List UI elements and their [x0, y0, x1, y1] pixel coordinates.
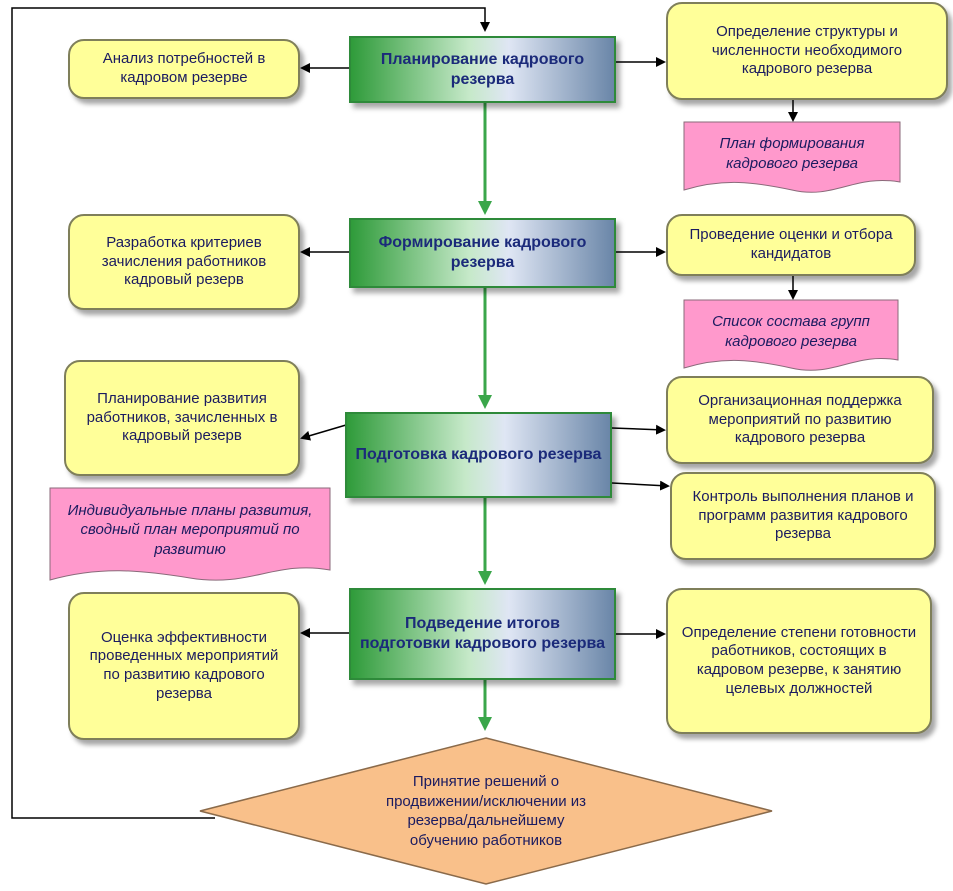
assessment-box: Проведение оценки и отбора кандидатов — [666, 214, 916, 276]
stage-training-label: Подготовка кадрового резерва — [355, 446, 602, 463]
control-box: Контроль выполнения планов и программ ра… — [670, 472, 936, 560]
list-document: Список состава групп кадрового резерва — [683, 299, 899, 372]
readiness-box: Определение степени готовности работнико… — [666, 588, 932, 734]
arrow-to-org-support — [611, 424, 666, 435]
control-text: Контроль выполнения планов и программ ра… — [692, 487, 914, 543]
arrow-to-control — [611, 480, 670, 491]
list-document-text: Список состава групп кадрового резерва — [712, 313, 870, 350]
plan-document: План формирования кадрового резерва — [683, 121, 901, 194]
structure-box: Определение структуры и численности необ… — [666, 2, 948, 100]
plan-document-shape — [683, 121, 901, 193]
stage-planning-label: Планирование кадрового резерва — [380, 50, 585, 88]
list-document-shape — [683, 299, 899, 371]
stage-results: Подведение итогов подготовки кадрового р… — [349, 588, 616, 680]
decision-text: Принятие решений о продвижении/исключени… — [385, 773, 587, 849]
individual-plans-text: Индивидуальные планы развития, сводный п… — [67, 501, 313, 558]
efficiency-box: Оценка эффективности проведенных меропри… — [68, 592, 300, 740]
stage-planning: Планирование кадрового резерва — [349, 36, 616, 103]
feedback-loop-arrow — [11, 7, 490, 819]
readiness-text: Определение степени готовности работнико… — [681, 623, 917, 697]
needs-analysis-text: Анализ потребностей в кадровом резерве — [102, 50, 266, 86]
individual-plans-document-shape — [49, 487, 331, 581]
plan-document-text: План формирования кадрового резерва — [719, 135, 865, 172]
efficiency-text: Оценка эффективности проведенных меропри… — [89, 628, 279, 702]
stage-forming: Формирование кадрового резерва — [349, 218, 616, 288]
stage-results-label: Подведение итогов подготовки кадрового р… — [359, 615, 606, 652]
org-support-box: Организационная поддержка мероприятий по… — [666, 376, 934, 464]
stage-training: Подготовка кадрового резерва — [345, 412, 612, 498]
criteria-text: Разработка критериев зачисления работник… — [101, 233, 267, 289]
dev-planning-text: Планирование развития работников, зачисл… — [86, 389, 278, 445]
needs-analysis-box: Анализ потребностей в кадровом резерве — [68, 39, 300, 99]
arrow-to-dev-planning — [300, 424, 347, 441]
decision-diamond: Принятие решений о продвижении/исключени… — [196, 736, 776, 886]
stage-forming-label: Формирование кадрового резерва — [378, 234, 587, 271]
structure-text: Определение структуры и численности необ… — [711, 22, 903, 78]
individual-plans-document: Индивидуальные планы развития, сводный п… — [49, 487, 331, 584]
decision-diamond-shape — [199, 737, 773, 885]
dev-planning-box: Планирование развития работников, зачисл… — [64, 360, 300, 476]
org-support-text: Организационная поддержка мероприятий по… — [698, 391, 902, 447]
criteria-box: Разработка критериев зачисления работник… — [68, 214, 300, 310]
assessment-text: Проведение оценки и отбора кандидатов — [689, 226, 893, 262]
